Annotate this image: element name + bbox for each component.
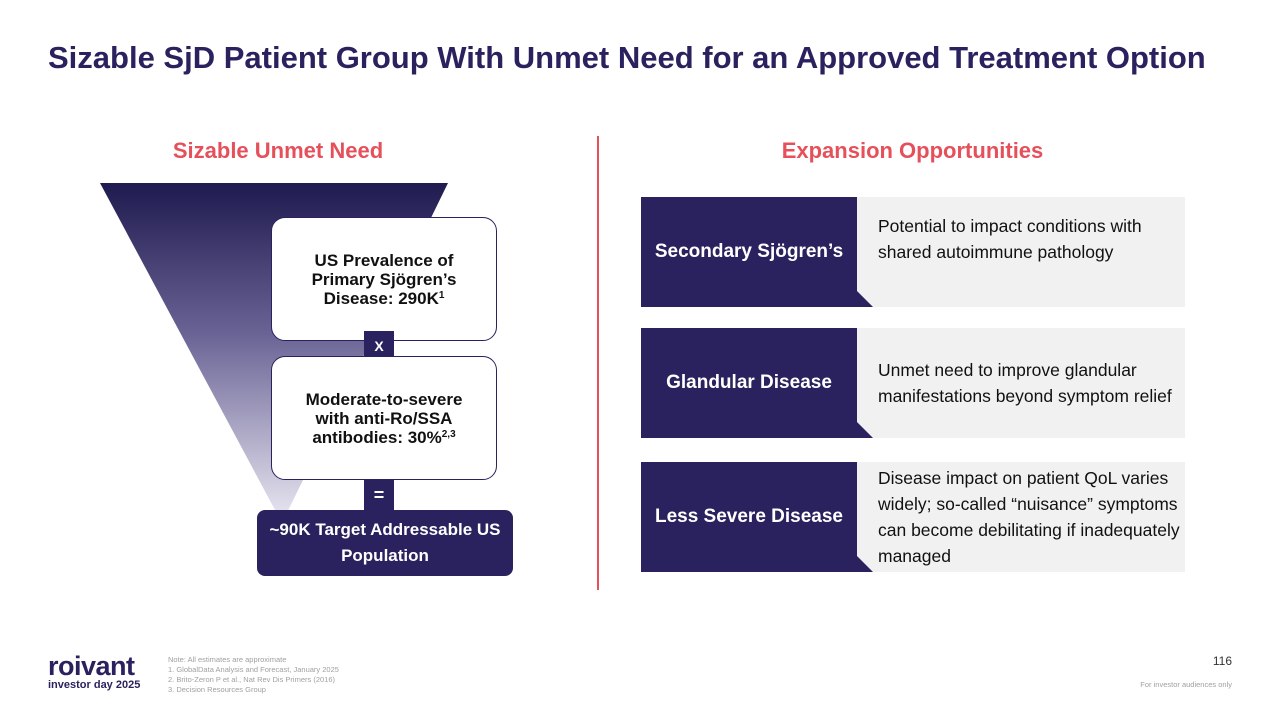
opportunity-card-secondary-sjogrens: Secondary Sjögren’s Potential to impact …: [641, 197, 1185, 307]
us-prevalence-text: US Prevalence of Primary Sjögren’s Disea…: [311, 250, 457, 308]
section-divider: [597, 136, 599, 590]
logo-wordmark: roivant: [48, 651, 135, 681]
opportunity-card-glandular-disease: Glandular Disease Unmet need to improve …: [641, 328, 1185, 438]
opportunity-card-label: Glandular Disease: [666, 372, 832, 393]
footnote-line: 2. Brito-Zeron P et al., Nat Rev Dis Pri…: [168, 675, 335, 684]
opportunity-card-description: Potential to impact conditions with shar…: [878, 216, 1142, 262]
target-population-box: ~90K Target Addressable US Population: [257, 510, 513, 576]
footnote-line: 3. Decision Resources Group: [168, 685, 266, 694]
opportunity-card-description: Unmet need to improve glandular manifest…: [878, 360, 1172, 406]
opportunity-card-label-bg: [641, 197, 873, 307]
opportunity-card-label-bg: [641, 462, 873, 572]
roivant-logo: roivant investor day 2025: [48, 651, 141, 692]
opportunity-card-label-bg: [641, 328, 873, 438]
us-prevalence-box: US Prevalence of Primary Sjögren’s Disea…: [271, 217, 497, 341]
page-number: 116: [1212, 654, 1232, 668]
slide-title: Sizable SjD Patient Group With Unmet Nee…: [48, 40, 1206, 75]
footnote-line: Note: All estimates are approximate: [168, 655, 287, 664]
opportunity-card-description: Disease impact on patient QoL varies wid…: [878, 468, 1180, 566]
expansion-opportunities-heading: Expansion Opportunities: [781, 138, 1044, 163]
moderate-to-severe-text: Moderate-to-severe with anti-Ro/SSA anti…: [305, 389, 463, 447]
opportunity-card-less-severe-disease: Less Severe Disease Disease impact on pa…: [641, 462, 1185, 572]
moderate-to-severe-box: Moderate-to-severe with anti-Ro/SSA anti…: [271, 356, 497, 480]
opportunity-card-text: Unmet need to improve glandular manifest…: [878, 328, 1185, 438]
equals-operator: =: [364, 480, 394, 510]
sizable-unmet-need-heading: Sizable Unmet Need: [172, 138, 384, 163]
footnotes: Note: All estimates are approximate 1. G…: [168, 655, 339, 695]
footnote-line: 1. GlobalData Analysis and Forecast, Jan…: [168, 665, 339, 674]
opportunity-card-text: Potential to impact conditions with shar…: [878, 197, 1185, 307]
opportunity-card-label: Less Severe Disease: [654, 506, 844, 527]
moderate-to-severe-footnote: 2,3: [441, 428, 456, 440]
audience-disclaimer: For investor audiences only: [1140, 680, 1232, 689]
us-prevalence-footnote: 1: [438, 289, 445, 301]
opportunity-card-label: Secondary Sjögren’s: [654, 241, 844, 262]
logo-subtitle: investor day 2025: [48, 679, 141, 691]
opportunity-card-text: Disease impact on patient QoL varies wid…: [878, 462, 1185, 572]
target-population-text: ~90K Target Addressable US Population: [269, 520, 501, 565]
